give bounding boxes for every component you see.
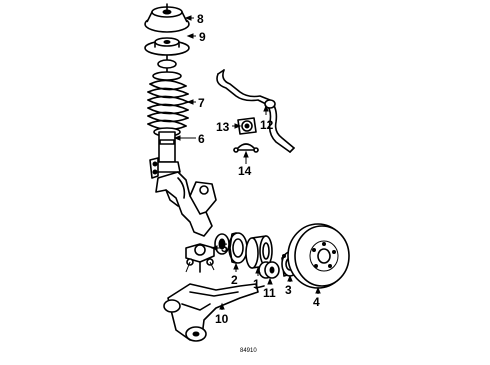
callout-6: 6 xyxy=(173,132,205,146)
callout-9: 9 xyxy=(186,30,206,44)
svg-text:6: 6 xyxy=(198,132,205,146)
svg-text:2: 2 xyxy=(231,273,238,287)
wheel-bearing xyxy=(245,235,273,269)
stabilizer-bracket xyxy=(233,143,259,153)
bushing xyxy=(258,261,280,279)
brake-rotor xyxy=(287,223,350,289)
svg-text:5: 5 xyxy=(221,241,228,255)
piston-rod xyxy=(157,54,177,73)
svg-text:13: 13 xyxy=(216,120,230,134)
callout-13: 13 xyxy=(216,120,242,134)
svg-text:12: 12 xyxy=(260,118,274,132)
svg-text:8: 8 xyxy=(197,12,204,26)
stabilizer-bushing xyxy=(237,117,257,135)
callout-12: 12 xyxy=(260,104,274,132)
svg-text:4: 4 xyxy=(313,295,320,309)
stabilizer-bar xyxy=(216,69,295,153)
svg-text:7: 7 xyxy=(198,96,205,110)
svg-text:14: 14 xyxy=(238,164,252,178)
callout-3: 3 xyxy=(285,274,293,297)
hub-seal xyxy=(214,232,248,264)
callout-10: 10 xyxy=(215,302,229,326)
callout-5: 5 xyxy=(210,241,228,255)
svg-text:1: 1 xyxy=(253,277,260,291)
coil-spring xyxy=(147,71,189,131)
callout-8: 8 xyxy=(184,12,204,26)
svg-text:11: 11 xyxy=(263,286,276,300)
steering-knuckle xyxy=(155,171,217,237)
callout-2: 2 xyxy=(231,262,239,287)
callout-14: 14 xyxy=(238,150,252,178)
spring-seat xyxy=(144,37,190,56)
callout-7: 7 xyxy=(186,96,205,110)
svg-text:10: 10 xyxy=(215,312,229,326)
strut-mount xyxy=(144,3,190,33)
svg-text:9: 9 xyxy=(199,30,206,44)
drawing-code: 84910 xyxy=(240,348,257,354)
lower-control-arm xyxy=(163,283,265,342)
callout-11: 11 xyxy=(263,277,276,300)
strut-body xyxy=(149,127,181,179)
callout-4: 4 xyxy=(313,286,321,309)
svg-text:3: 3 xyxy=(285,283,292,297)
ball-joint xyxy=(185,243,215,273)
callout-1: 1 xyxy=(253,266,261,291)
